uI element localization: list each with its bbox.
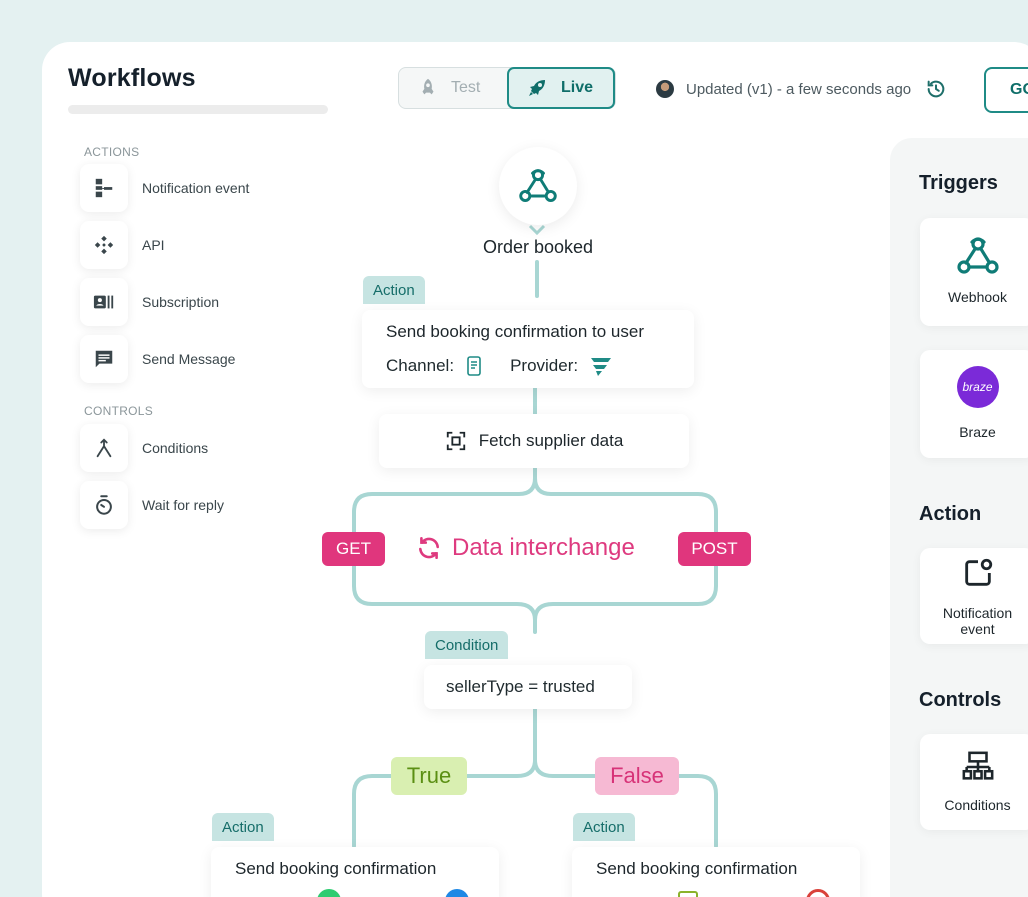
sidebar-item-send-message[interactable]: Send Message [80, 335, 235, 383]
whatsapp-icon [317, 889, 341, 897]
version-status: Updated (v1) - a few seconds ago [656, 78, 947, 100]
actions-heading: ACTIONS [84, 145, 140, 159]
sidebar-item-api[interactable]: API [80, 221, 165, 269]
controls-title: Controls [919, 689, 1002, 711]
sms-icon [678, 891, 698, 897]
controls-heading: CONTROLS [84, 404, 154, 418]
notification-label: Notification event [942, 605, 1013, 637]
action-node-right[interactable]: Send booking confirmation [572, 847, 860, 897]
side-icon-box [80, 424, 128, 472]
provider-icon [806, 889, 830, 897]
action-tag: Action [212, 813, 274, 841]
sidebar-item-label: Wait for reply [142, 497, 224, 513]
conditions-card[interactable]: Conditions [920, 734, 1028, 830]
condition-tag: Condition [425, 631, 509, 659]
sidebar-item-label: Subscription [142, 294, 220, 310]
condition-expression: sellerType = trusted [446, 677, 595, 696]
trigger-label: Order booked [482, 237, 594, 257]
webhook-icon [956, 237, 999, 274]
triggers-title: Triggers [919, 172, 998, 194]
flow-icon [95, 178, 113, 198]
fetch-node[interactable]: Fetch supplier data [379, 414, 689, 468]
rocket-icon [422, 78, 434, 95]
sidebar-item-wait-for-reply[interactable]: Wait for reply [80, 481, 224, 529]
page-title: Workflows [68, 64, 196, 92]
rocket-icon [529, 80, 545, 96]
sidebar-item-label: Notification event [142, 180, 250, 196]
fetch-label: Fetch supplier data [478, 431, 624, 450]
mode-toggle: Test Live [398, 67, 616, 109]
sidebar-item-label: API [142, 237, 165, 253]
message-icon [95, 350, 113, 368]
side-icon-box [80, 335, 128, 383]
side-icon-box [80, 278, 128, 326]
history-icon[interactable] [925, 78, 947, 100]
sidebar-item-label: Send Message [142, 351, 236, 367]
action-meta: Channel: Provider: [386, 356, 612, 376]
action-tag: Action [573, 813, 635, 841]
condition-node[interactable]: sellerType = trusted [424, 665, 632, 709]
sidebar-item-label: Conditions [142, 440, 209, 456]
webhook-icon [519, 169, 557, 202]
mobile-icon [467, 356, 481, 376]
interchange-label: Data interchange [452, 534, 635, 561]
api-icon [94, 235, 114, 255]
live-mode-button[interactable]: Live [507, 67, 615, 109]
test-mode-label: Test [451, 79, 481, 96]
provider-label: Provider: [510, 356, 579, 375]
side-icon-box [80, 481, 128, 529]
webhook-label: Webhook [948, 289, 1007, 305]
sidebar-item-conditions[interactable]: Conditions [80, 424, 208, 472]
sidebar-item-notification-event[interactable]: Notification event [80, 164, 249, 212]
provider-icon [445, 889, 469, 897]
trigger-node[interactable] [499, 147, 577, 225]
refresh-icon [419, 536, 439, 560]
sidebar-item-subscription[interactable]: Subscription [80, 278, 219, 326]
conditions-label: Conditions [944, 797, 1011, 813]
side-icon-box [80, 164, 128, 212]
braze-logo: braze [956, 366, 999, 408]
action-tag: Action [363, 276, 425, 304]
true-branch-label: True [391, 757, 467, 795]
go-button[interactable]: GO [984, 67, 1028, 113]
subscription-icon [93, 295, 114, 309]
side-icon-box [80, 221, 128, 269]
webhook-card[interactable]: Webhook [920, 218, 1028, 326]
action-title: Send booking confirmation [235, 859, 437, 878]
action-node-left[interactable]: Send booking confirmation [211, 847, 499, 897]
avatar [656, 80, 674, 98]
test-mode-button[interactable]: Test [399, 68, 507, 108]
timer-icon [96, 495, 112, 515]
notification-icon [964, 558, 992, 586]
false-branch-label: False [595, 757, 679, 795]
scan-icon [446, 431, 465, 451]
action-node-send-confirmation[interactable]: Send booking confirmation to user Channe… [362, 310, 694, 388]
action-title-heading: Action [919, 503, 982, 525]
get-pill[interactable]: GET [322, 532, 385, 566]
title-underline [68, 105, 328, 114]
action-title: Send booking confirmation [596, 859, 798, 878]
channel-label: Channel: [386, 356, 455, 375]
provider-logo-icon [591, 358, 612, 376]
braze-card[interactable]: braze Braze [920, 350, 1028, 458]
data-interchange: Data interchange [416, 534, 635, 562]
hierarchy-icon [962, 751, 993, 780]
braze-label: Braze [959, 424, 996, 440]
branch-icon [96, 438, 112, 458]
action-title: Send booking confirmation to user [386, 322, 644, 341]
notification-event-card[interactable]: Notification event [920, 548, 1028, 644]
post-pill[interactable]: POST [678, 532, 751, 566]
updated-text: Updated (v1) - a few seconds ago [686, 80, 912, 98]
live-mode-label: Live [561, 79, 594, 96]
